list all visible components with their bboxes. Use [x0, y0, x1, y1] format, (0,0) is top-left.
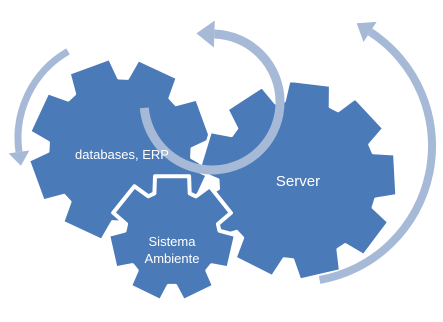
gears [27, 57, 399, 303]
left-arrow-arc [14, 48, 70, 153]
server-label: Server [276, 173, 320, 190]
right-arrow-arrowhead [356, 21, 377, 42]
sistema-label-line2: Ambiente [145, 251, 200, 266]
right-arrow-arc [318, 28, 437, 284]
center-arrow-arrowhead [196, 20, 215, 48]
sistema-ambiente-gear [106, 174, 238, 303]
databases-label: databases, ERP [75, 147, 169, 162]
center-arrow-arc [139, 29, 285, 175]
left-arrow-arrowhead [8, 150, 30, 166]
server-gear [196, 78, 399, 282]
cycle-arrows [8, 20, 437, 284]
sistema-label-line1: Sistema [149, 234, 197, 249]
